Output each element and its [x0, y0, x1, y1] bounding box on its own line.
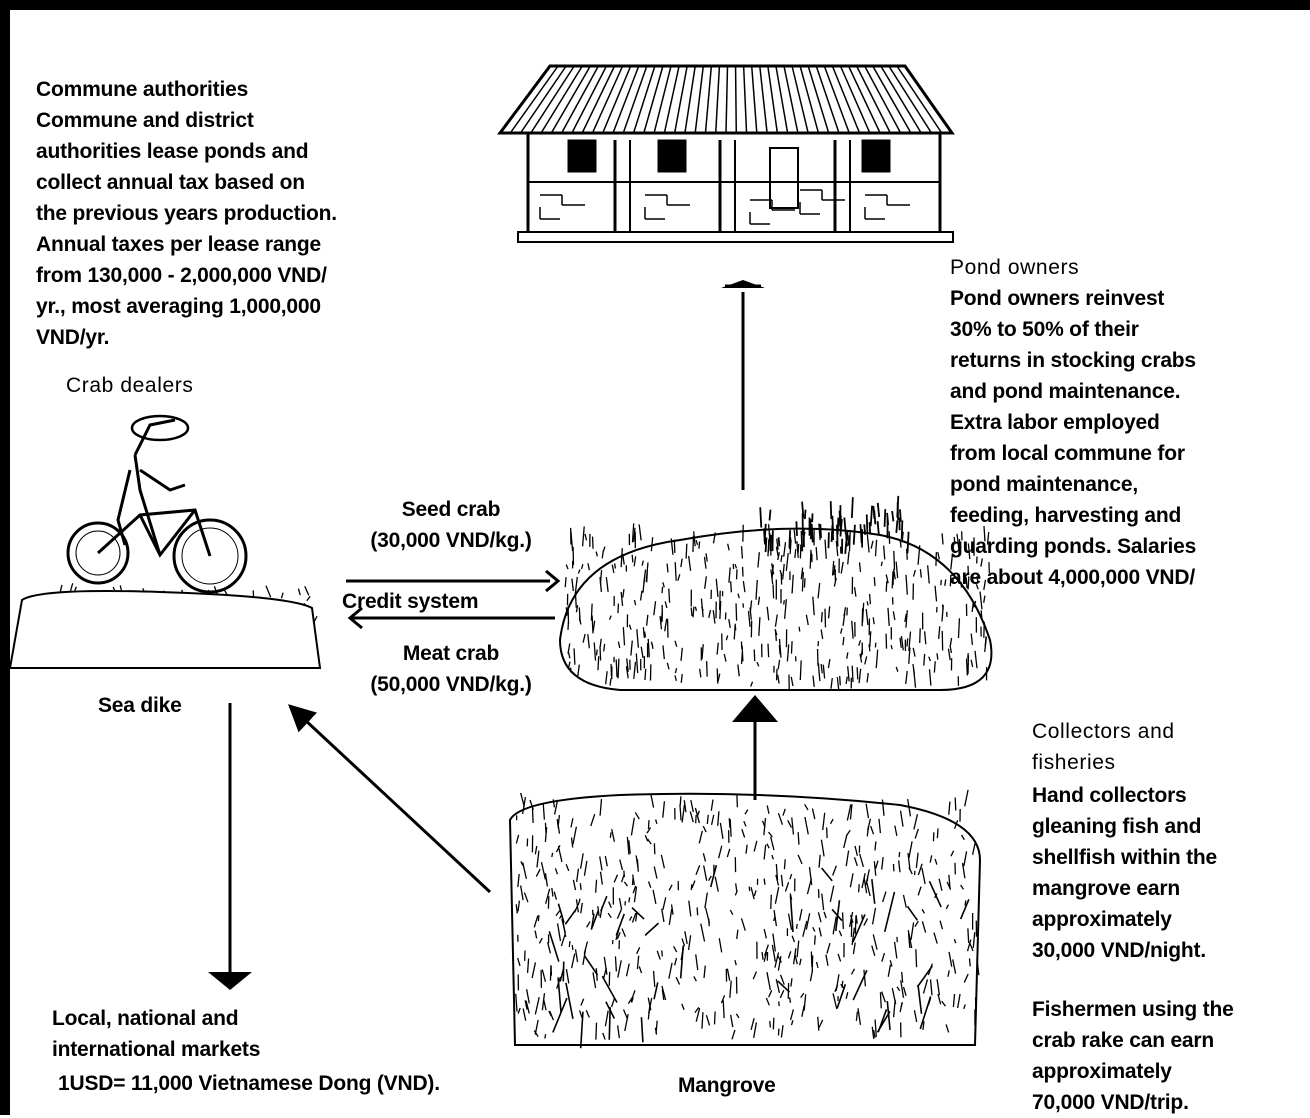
pond-owners-title: Pond owners: [950, 252, 1079, 283]
arrow-dike-to-markets: [208, 703, 252, 990]
arrow-pond-to-house: [721, 280, 765, 490]
credit-system-label: Credit system: [342, 586, 478, 617]
sea-dike-ground: [10, 591, 320, 668]
arrow-mangrove-to-pond: [732, 695, 778, 800]
arrow-mangrove-to-dike: [290, 706, 490, 892]
collectors-title: Collectors and fisheries: [1032, 716, 1175, 778]
fishermen-description: Fishermen using the crab rake can earn a…: [1032, 994, 1234, 1118]
mangrove-label: Mangrove: [678, 1070, 776, 1101]
sea-dike-label: Sea dike: [98, 690, 182, 721]
house-illustration: [500, 66, 953, 242]
currency-note: 1USD= 11,000 Vietnamese Dong (VND).: [58, 1068, 440, 1099]
meat-crab-label: Meat crab (50,000 VND/kg.): [340, 638, 562, 700]
crab-dealers-title: Crab dealers: [66, 370, 193, 401]
hand-collectors-description: Hand collectors gleaning fish and shellf…: [1032, 780, 1217, 966]
markets-label: Local, national and international market…: [52, 1003, 260, 1065]
authorities-description: Commune and district authorities lease p…: [36, 105, 337, 353]
sketch-textures: [20, 496, 990, 1048]
mangrove-patch: [510, 794, 980, 1045]
authorities-title: Commune authorities: [36, 74, 248, 105]
pond-owners-description: Pond owners reinvest 30% to 50% of their…: [950, 283, 1196, 593]
pond-mound: [560, 529, 991, 690]
cyclist-illustration: [68, 416, 246, 592]
seed-crab-label: Seed crab (30,000 VND/kg.): [340, 494, 562, 556]
